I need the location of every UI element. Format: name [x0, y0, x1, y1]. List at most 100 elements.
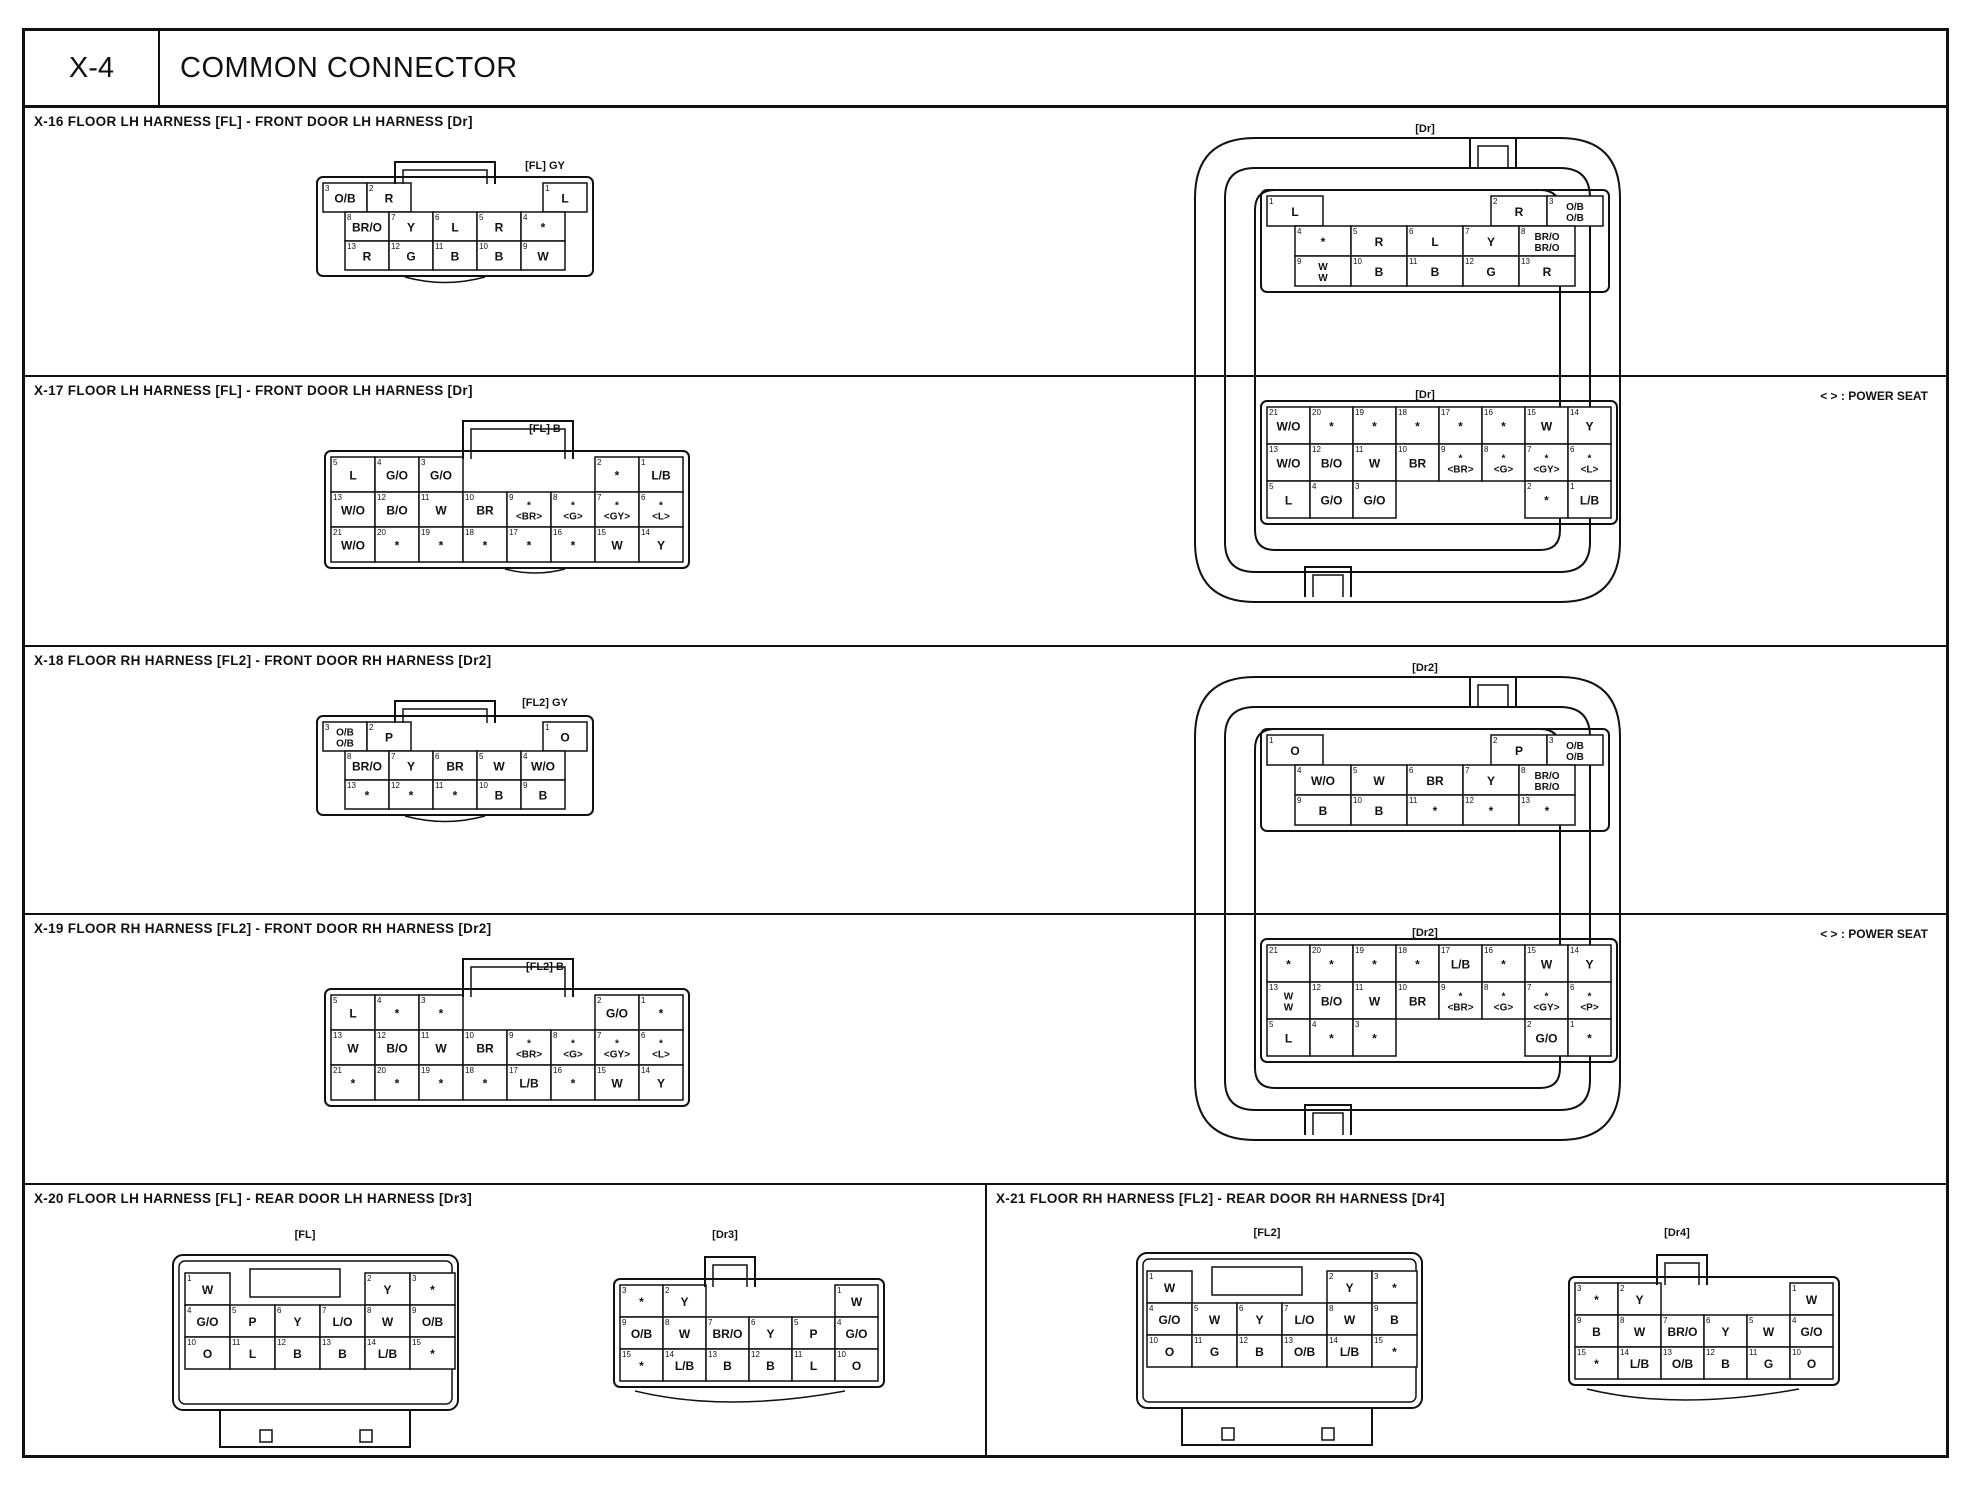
pin-wire-color: B/O	[1321, 457, 1342, 471]
pin-cell	[1490, 734, 1548, 766]
pin-wire-color: P	[248, 1315, 256, 1329]
pin-cell	[330, 526, 376, 563]
pin-cell	[184, 1336, 231, 1370]
section-title: X-18 FLOOR RH HARNESS [FL2] - FRONT DOOR…	[34, 653, 492, 668]
lock-tab	[1477, 145, 1509, 168]
pin-number: 17	[1441, 408, 1450, 417]
connector-body	[316, 715, 594, 816]
pin-wire-color: O	[560, 731, 569, 745]
pin-number: 7	[1465, 766, 1470, 775]
section-x19: X-19 FLOOR RH HARNESS [FL2] - FRONT DOOR…	[25, 915, 1946, 1185]
pin-cell	[834, 1348, 879, 1382]
pin-number: 10	[1353, 796, 1362, 805]
pin-wire-color: <L>	[1581, 465, 1599, 476]
pin-wire-color: *	[1501, 958, 1506, 972]
pin-wire-color: W	[435, 504, 447, 518]
pin-wire-color: *	[1594, 1293, 1599, 1307]
pin-wire-color: L/B	[1451, 958, 1471, 972]
pin-wire-color: Y	[1487, 774, 1495, 788]
pin-cell	[1191, 1334, 1238, 1368]
pin-number: 21	[1269, 408, 1278, 417]
pin-wire-color: *	[659, 501, 663, 512]
lock-tab	[1304, 566, 1352, 597]
pin-number: 12	[391, 242, 400, 251]
section-title: X-20 FLOOR LH HARNESS [FL] - REAR DOOR L…	[34, 1191, 473, 1206]
pin-number: 21	[333, 528, 342, 537]
pin-number: 3	[421, 458, 426, 467]
pin-wire-color: B	[539, 789, 548, 803]
pin-number: 20	[377, 528, 386, 537]
pin-number: 1	[187, 1274, 192, 1283]
connector-body	[324, 450, 690, 569]
pin-cell	[506, 526, 552, 563]
connector-sheet: X-4 COMMON CONNECTOR X-16 FLOOR LH HARNE…	[22, 28, 1949, 1458]
connector-body	[1321, 1427, 1335, 1441]
pin-number: 11	[435, 781, 444, 790]
pin-cell	[662, 1316, 707, 1350]
pin-number: 11	[232, 1338, 241, 1347]
pin-number: 7	[391, 213, 396, 222]
pin-wire-color: BR/O	[1535, 782, 1560, 793]
pin-cell	[1567, 406, 1612, 445]
lock-tab	[1664, 1262, 1700, 1285]
lock-tab	[1469, 676, 1517, 707]
pin-wire-color: <P>	[1580, 1003, 1599, 1014]
connector-body	[634, 1390, 846, 1403]
pin-wire-color: <G>	[1494, 1003, 1514, 1014]
pin-wire-color: Y	[1487, 235, 1495, 249]
pin-number: 20	[377, 1066, 386, 1075]
sheet-header: X-4 COMMON CONNECTOR	[25, 31, 1946, 108]
pin-cell	[418, 1064, 464, 1101]
pin-wire-color: W	[1806, 1293, 1818, 1307]
pin-number: 2	[1493, 736, 1498, 745]
pin-number: 11	[421, 1031, 430, 1040]
pin-wire-color: O	[1290, 744, 1299, 758]
pin-wire-color: W	[1369, 995, 1381, 1009]
pin-wire-color: *	[1501, 420, 1506, 434]
pin-wire-color: BR/O	[1535, 232, 1560, 243]
pin-wire-color: L/B	[651, 469, 671, 483]
pin-number: 3	[1355, 1020, 1360, 1029]
connector-diagram: 1W2Y3*4G/O5P6Y7L/O8W9O/B10O11L12B13B14L/…	[172, 1254, 885, 1448]
pin-cell	[1352, 1018, 1397, 1057]
pin-number: 7	[391, 752, 396, 761]
connector-diagram: 5L4*3*2G/O1*13W12B/O11W10BR9*<BR>8*<G>7*…	[324, 915, 1621, 1141]
pin-number: 17	[1441, 946, 1450, 955]
pin-number: 8	[553, 493, 558, 502]
connector-housing	[1136, 1252, 1423, 1409]
pin-wire-color: BR/O	[352, 760, 382, 774]
pin-wire-color: BR/O	[713, 1327, 743, 1341]
pin-number: 13	[1284, 1336, 1293, 1345]
pin-wire-color: W/O	[341, 539, 365, 553]
connector-body	[1260, 400, 1618, 525]
pin-wire-color: *	[1544, 494, 1549, 508]
connector-diagram: 1W2Y3*4G/O5W6Y7L/O8W9B10O11G12B13O/B14L/…	[1136, 1252, 1840, 1446]
pin-wire-color: B	[1592, 1325, 1601, 1339]
pin-wire-color: W/O	[531, 760, 555, 774]
pin-number: 12	[1312, 445, 1321, 454]
lock-tab	[1211, 1266, 1303, 1296]
pin-number: 3	[1577, 1284, 1582, 1293]
pin-cell	[1574, 1282, 1619, 1316]
pin-cell	[638, 456, 684, 493]
pin-number: 8	[665, 1318, 670, 1327]
pin-wire-color: <G>	[563, 1050, 583, 1061]
pin-number: 13	[708, 1350, 717, 1359]
pin-number: 9	[622, 1318, 627, 1327]
pin-number: 2	[1329, 1272, 1334, 1281]
pin-cell	[418, 526, 464, 563]
lock-tab	[1477, 684, 1509, 707]
lock-tab	[402, 169, 488, 184]
pin-wire-color: Y	[293, 1315, 301, 1329]
pin-cell	[1266, 734, 1324, 766]
pin-cell	[319, 1304, 366, 1338]
pin-number: 15	[1527, 408, 1536, 417]
pin-wire-color: W/O	[341, 504, 365, 518]
pin-number: 12	[751, 1350, 760, 1359]
connector-housing	[1254, 915, 1561, 1089]
pin-wire-color: L	[1291, 205, 1298, 219]
pin-cell	[1567, 443, 1612, 482]
pin-cell	[1352, 480, 1397, 519]
pin-cell	[638, 526, 684, 563]
pin-wire-color: L/O	[1295, 1313, 1315, 1327]
